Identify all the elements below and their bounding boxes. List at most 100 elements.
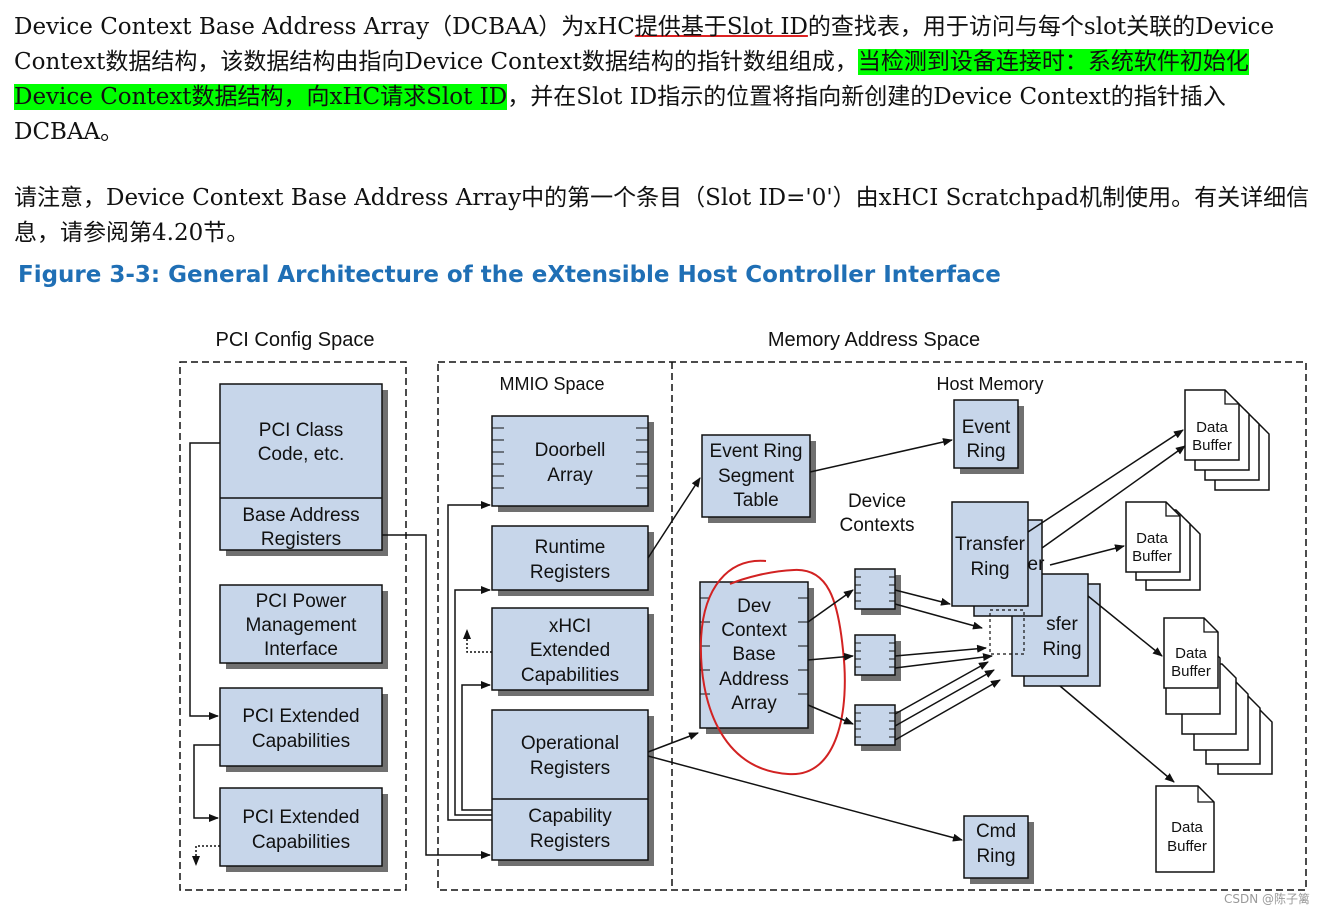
- operational-to-dcbaa-arrow: [647, 732, 699, 753]
- ctx3-to-tr-arrow-a: [894, 661, 989, 715]
- runtime-registers-box: Runtime Registers: [491, 525, 654, 596]
- transfer-ring-back-line1: sfer: [1046, 614, 1078, 635]
- operational-line2: Registers: [530, 758, 610, 779]
- data-buffer-4-line1: Data: [1171, 819, 1203, 836]
- pci-config-space-label: PCI Config Space: [216, 329, 375, 351]
- pci-extended-capabilities-2: PCI Extended Capabilities: [219, 787, 388, 872]
- tr-to-buffer3-arrow: [1087, 595, 1163, 657]
- data-buffer-3-line2: Buffer: [1171, 663, 1211, 680]
- pci-class-box: PCI Class Code, etc. Base Address Regist…: [219, 383, 388, 556]
- host-memory-label: Host Memory: [936, 374, 1043, 394]
- transfer-ring-partial: er: [1028, 554, 1046, 575]
- pci-ext2-line2: Capabilities: [252, 832, 350, 853]
- runtime-line2: Registers: [530, 562, 610, 583]
- doorbell-array-box: Doorbell Array: [491, 415, 654, 512]
- xhci-ext-line3: Capabilities: [521, 665, 619, 686]
- p1-mid: 的查找表，用于访问与每个slot关联的Device Context数据结构，该数…: [14, 14, 1275, 75]
- device-context-1: [854, 568, 901, 615]
- ctx1-to-tr-arrow-b: [894, 603, 983, 630]
- transfer-ring-stack: sfer Ring er Transfer Ring: [951, 501, 1101, 687]
- transfer-ring-back-line2: Ring: [1042, 639, 1081, 660]
- bar-to-mmio-arrow: [382, 534, 491, 859]
- pci-power-line2: Management: [246, 615, 358, 636]
- capability-line1: Capability: [528, 806, 612, 827]
- xhci-architecture-diagram: PCI Config Space Memory Address Space MM…: [179, 329, 1307, 891]
- dcbaa-line2: Context: [721, 620, 787, 641]
- pci-power-line1: PCI Power: [256, 591, 347, 612]
- paragraph-dcbaa-description: Device Context Base Address Array（DCBAA）…: [14, 10, 1314, 150]
- device-contexts-line2: Contexts: [840, 515, 915, 536]
- pci-ext2-line1: PCI Extended: [242, 807, 359, 828]
- data-buffer-2-line1: Data: [1136, 530, 1168, 547]
- pci-ext1-line1: PCI Extended: [242, 706, 359, 727]
- memory-address-space-region: [437, 361, 1307, 891]
- cap-to-doorbell-arrow: [447, 501, 492, 821]
- device-contexts-line1: Device: [848, 491, 906, 512]
- data-buffer-single: Data Buffer: [1155, 785, 1215, 873]
- pci-class-line2: Code, etc.: [258, 444, 345, 465]
- ctx2-to-tr-arrow-b: [894, 653, 993, 669]
- capability-line2: Registers: [530, 831, 610, 852]
- dcbaa-line5: Array: [731, 693, 777, 714]
- base-address-line2: Registers: [261, 529, 341, 550]
- erst-line1: Event Ring: [710, 441, 803, 462]
- event-ring-line1: Event: [962, 417, 1011, 438]
- data-buffer-1-line2: Buffer: [1192, 437, 1232, 454]
- ctx2-to-tr-arrow-a: [894, 644, 987, 657]
- event-ring-box: Event Ring: [953, 399, 1024, 474]
- dcbaa-line1: Dev: [737, 596, 771, 617]
- ctx3-to-tr-arrow-b: [894, 669, 995, 727]
- runtime-line1: Runtime: [535, 537, 606, 558]
- figure-title: Figure 3-3: General Architecture of the …: [18, 262, 1001, 288]
- doorbell-line2: Array: [547, 465, 593, 486]
- tr-to-buffer4-arrow: [1059, 685, 1175, 783]
- cmd-ring-line1: Cmd: [976, 821, 1016, 842]
- cap-to-xhci-ext-arrow: [461, 681, 492, 811]
- tr-to-buffer2-arrow: [1049, 544, 1125, 566]
- cap-to-runtime-arrow: [454, 586, 492, 816]
- xhci-ext-line2: Extended: [530, 640, 610, 661]
- erst-to-event-ring-arrow: [809, 438, 953, 473]
- cmd-ring-line2: Ring: [976, 846, 1015, 867]
- p1-underlined: 提供基于Slot ID: [634, 14, 808, 40]
- dcbaa-line4: Address: [719, 669, 789, 690]
- transfer-ring-line1: Transfer: [955, 534, 1026, 555]
- pci-class-to-ext1-arrow: [189, 442, 220, 720]
- device-context-2: [854, 634, 901, 681]
- dcbaa-to-ctx1-arrow: [807, 589, 854, 623]
- data-buffer-stack-2: Data Buffer: [1125, 501, 1201, 591]
- memory-address-space-label: Memory Address Space: [768, 329, 980, 351]
- erst-line2: Segment: [718, 466, 795, 487]
- data-buffer-3-line1: Data: [1175, 645, 1207, 662]
- event-ring-segment-table-box: Event Ring Segment Table: [701, 434, 816, 523]
- dcbaa-box: Dev Context Base Address Array: [699, 581, 814, 734]
- event-ring-line2: Ring: [966, 441, 1005, 462]
- operational-line1: Operational: [521, 733, 619, 754]
- dcbaa-to-ctx3-arrow: [807, 704, 854, 725]
- data-buffer-2-line2: Buffer: [1132, 548, 1172, 565]
- runtime-to-erst-arrow: [647, 477, 701, 559]
- pci-class-line1: PCI Class: [259, 420, 343, 441]
- mmio-space-label: MMIO Space: [499, 374, 604, 394]
- xhci-ext-line1: xHCI: [549, 616, 591, 637]
- base-address-line1: Base Address: [242, 505, 359, 526]
- ext1-to-ext2-arrow: [193, 744, 220, 822]
- xhci-ext-continue-arrow: [463, 629, 492, 653]
- pci-extended-capabilities-1: PCI Extended Capabilities: [219, 687, 388, 772]
- cmd-ring-box: Cmd Ring: [963, 815, 1034, 884]
- pci-power-line3: Interface: [264, 639, 338, 660]
- data-buffer-1-line1: Data: [1196, 419, 1228, 436]
- pci-power-box: PCI Power Management Interface: [219, 584, 388, 669]
- data-buffer-stack-1: Data Buffer: [1184, 389, 1270, 491]
- xhci-extended-capabilities-box: xHCI Extended Capabilities: [491, 607, 654, 696]
- operational-capability-box: Operational Registers Capability Registe…: [491, 709, 654, 866]
- p1-before: Device Context Base Address Array（DCBAA）…: [14, 14, 635, 40]
- ctx1-to-tr-arrow-a: [894, 589, 951, 606]
- ctx3-to-tr-arrow-c: [894, 679, 1001, 741]
- data-buffer-4-line2: Buffer: [1167, 838, 1207, 855]
- red-circle-annotation: [699, 559, 846, 776]
- transfer-ring-line2: Ring: [970, 559, 1009, 580]
- dcbaa-to-ctx2-arrow: [807, 652, 854, 661]
- dcbaa-line3: Base: [732, 644, 775, 665]
- paragraph-scratchpad-note: 请注意，Device Context Base Address Array中的第…: [14, 185, 1310, 246]
